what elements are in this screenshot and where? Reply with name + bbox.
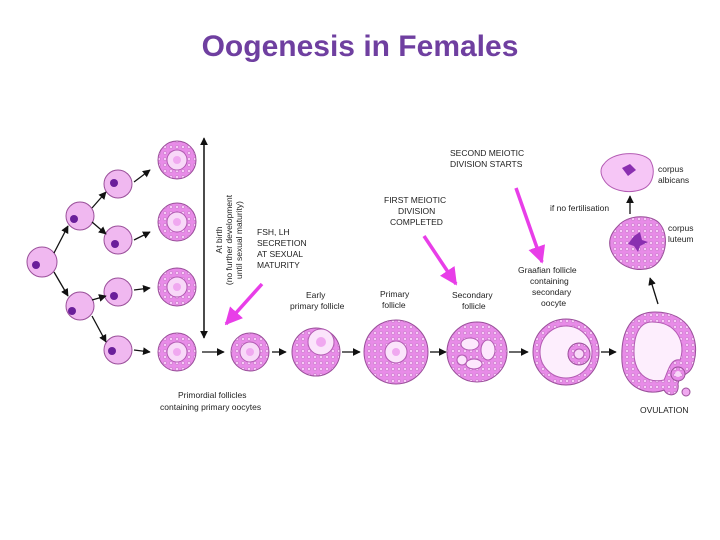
- primordial-follicle: [157, 267, 197, 307]
- corpus-albicans-label: corpus: [658, 164, 684, 174]
- primary-label: follicle: [382, 300, 406, 310]
- primordial-label: Primordial follicles: [178, 390, 247, 400]
- first-meiotic-label: DIVISION: [398, 206, 435, 216]
- corpus-albicans-label: albicans: [658, 175, 689, 185]
- oocyte-cell: [65, 201, 95, 231]
- division-arrows: [53, 169, 151, 355]
- second-meiotic-label: SECOND MEIOTIC: [450, 148, 524, 158]
- corpus-albicans: [600, 153, 654, 193]
- fsh-label: AT SEXUAL: [257, 249, 303, 259]
- first-meiotic-arrow: [422, 235, 458, 286]
- svg-text:At birth: At birth: [214, 226, 224, 253]
- graafian-label: Graafian follicle: [518, 265, 577, 275]
- fsh-lh-arrow: [224, 282, 264, 326]
- no-fertilisation-label: if no fertilisation: [550, 203, 609, 213]
- svg-text:until sexual maturity): until sexual maturity): [234, 201, 244, 279]
- corpus-luteum-label: luteum: [668, 234, 694, 244]
- graafian-label: oocyte: [541, 298, 566, 308]
- growing-primary-follicle: [291, 327, 341, 377]
- oocyte-cell: [103, 225, 133, 255]
- at-birth-label: At birth (no further development until s…: [214, 194, 244, 285]
- graafian-label: containing: [530, 276, 569, 286]
- first-meiotic-label: FIRST MEIOTIC: [384, 195, 446, 205]
- secondary-label: Secondary: [452, 290, 493, 300]
- fsh-label: FSH, LH: [257, 227, 290, 237]
- fsh-label: MATURITY: [257, 260, 300, 270]
- early-primary-follicle: [230, 332, 270, 372]
- first-meiotic-label: COMPLETED: [390, 217, 443, 227]
- corpus-luteum-label: corpus: [668, 223, 694, 233]
- ovulation-label: OVULATION: [640, 405, 689, 415]
- fsh-label: SECRETION: [257, 238, 307, 248]
- oogonium-cell: [26, 246, 58, 278]
- primordial-follicle: [157, 140, 197, 180]
- nucleus: [32, 261, 40, 269]
- graafian-follicle: [532, 318, 600, 386]
- svg-text:(no further development: (no further development: [224, 194, 234, 285]
- graafian-label: secondary: [532, 287, 572, 297]
- oocyte-cell: [103, 335, 133, 365]
- slide-title: Oogenesis in Females: [201, 30, 519, 63]
- corpus-luteum: [609, 216, 666, 270]
- primordial-follicle: [157, 332, 197, 372]
- primary-label: Primary: [380, 289, 410, 299]
- primary-follicle: [363, 319, 429, 385]
- oocyte-cell: [103, 169, 133, 199]
- oocyte-cell: [103, 277, 133, 307]
- early-primary-label: primary follicle: [290, 301, 345, 311]
- primordial-follicle: [157, 202, 197, 242]
- second-meiotic-arrow: [514, 187, 546, 264]
- ovulating-follicle: [621, 311, 697, 397]
- early-primary-label: Early: [306, 290, 326, 300]
- second-meiotic-label: DIVISION STARTS: [450, 159, 523, 169]
- oocyte-cell: [65, 291, 95, 321]
- secondary-follicle: [446, 321, 508, 383]
- primordial-label: containing primary oocytes: [160, 402, 261, 412]
- secondary-label: follicle: [462, 301, 486, 311]
